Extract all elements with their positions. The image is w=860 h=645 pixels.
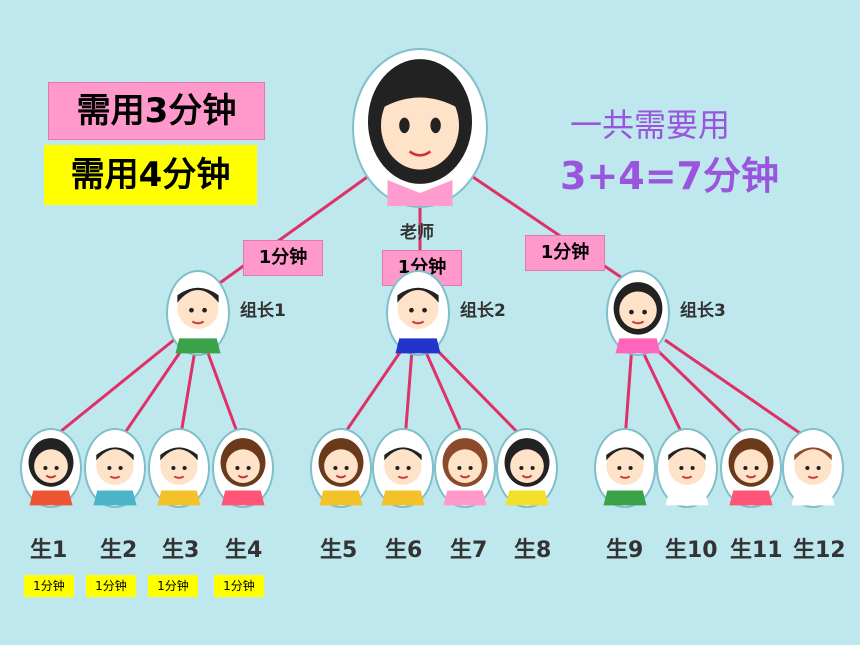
- girl-face-icon: [220, 438, 266, 506]
- student6-label: 生6: [385, 538, 423, 563]
- student5-avatar: [310, 428, 372, 508]
- edge-leader2-s8: [430, 343, 527, 442]
- edge-teacher-leader3: [469, 173, 641, 292]
- student8-avatar: [496, 428, 558, 508]
- student7-avatar: [434, 428, 496, 508]
- student9-avatar: [594, 428, 656, 508]
- student2-avatar: [84, 428, 146, 508]
- leader1-edge-time: 1分钟: [243, 240, 323, 276]
- leader2-avatar: [386, 270, 450, 356]
- student2-time: 1分钟: [86, 575, 136, 597]
- edge-leader2-s5: [338, 344, 407, 441]
- edge-leader1-s2: [118, 344, 187, 441]
- student12-label: 生12: [793, 538, 846, 563]
- student2-label: 生2: [100, 538, 138, 563]
- student1-time: 1分钟: [24, 575, 74, 597]
- leader-time-box: 需用3分钟: [48, 82, 265, 140]
- student4-time: 1分钟: [214, 575, 264, 597]
- student1-avatar: [20, 428, 82, 508]
- edge-leader1-s4: [203, 344, 242, 441]
- boy-face-icon: [175, 287, 221, 354]
- edge-leader3-s11: [653, 346, 752, 442]
- student10-avatar: [656, 428, 718, 508]
- student9-label: 生9: [606, 538, 644, 563]
- boy-face-icon: [665, 447, 709, 506]
- student4-avatar: [212, 428, 274, 508]
- leader3-label: 组长3: [680, 301, 726, 321]
- student5-label: 生5: [320, 538, 358, 563]
- edge-leader3-s9: [623, 344, 634, 441]
- girl-face-icon: [504, 438, 550, 506]
- teacher-face-icon: [368, 59, 472, 206]
- student3-avatar: [148, 428, 210, 508]
- leader1-avatar: [166, 270, 230, 356]
- boy-face-icon: [157, 447, 201, 506]
- boy-face-icon: [395, 287, 441, 354]
- student3-time: 1分钟: [148, 575, 198, 597]
- student3-label: 生3: [162, 538, 200, 563]
- student11-avatar: [720, 428, 782, 508]
- boy-face-icon: [791, 447, 835, 506]
- student-time-box: 需用4分钟: [44, 145, 257, 205]
- student11-label: 生11: [730, 538, 783, 563]
- edge-leader2-s6: [403, 349, 414, 441]
- student8-label: 生8: [514, 538, 552, 563]
- student10-label: 生10: [665, 538, 718, 563]
- student7-label: 生7: [450, 538, 488, 563]
- edge-leader3-s10: [640, 349, 687, 441]
- student12-avatar: [782, 428, 844, 508]
- girl-face-icon: [728, 438, 774, 506]
- edge-leader1-s1: [49, 333, 181, 442]
- boy-face-icon: [603, 447, 647, 506]
- leader3-avatar: [606, 270, 670, 356]
- girl-face-icon: [442, 438, 488, 506]
- leader2-label: 组长2: [460, 301, 506, 321]
- boy-face-icon: [93, 447, 137, 506]
- edge-leader2-s7: [423, 349, 467, 441]
- teacher-label: 老师: [400, 223, 434, 243]
- edge-leader1-s3: [178, 349, 197, 441]
- student4-label: 生4: [225, 538, 263, 563]
- leader1-label: 组长1: [240, 301, 286, 321]
- girl-face-icon: [318, 438, 364, 506]
- girl-face-icon: [613, 282, 663, 354]
- student6-avatar: [372, 428, 434, 508]
- summary-line2: 3+4=7分钟: [560, 154, 780, 198]
- boy-face-icon: [381, 447, 425, 506]
- summary-line1: 一共需要用: [570, 106, 731, 144]
- edge-leader3-s12: [664, 338, 811, 442]
- girl-face-icon: [28, 438, 74, 506]
- teacher-avatar: [352, 48, 488, 208]
- edge-teacher-leader1: [209, 173, 371, 292]
- leader3-edge-time: 1分钟: [525, 235, 605, 271]
- student1-label: 生1: [30, 538, 68, 563]
